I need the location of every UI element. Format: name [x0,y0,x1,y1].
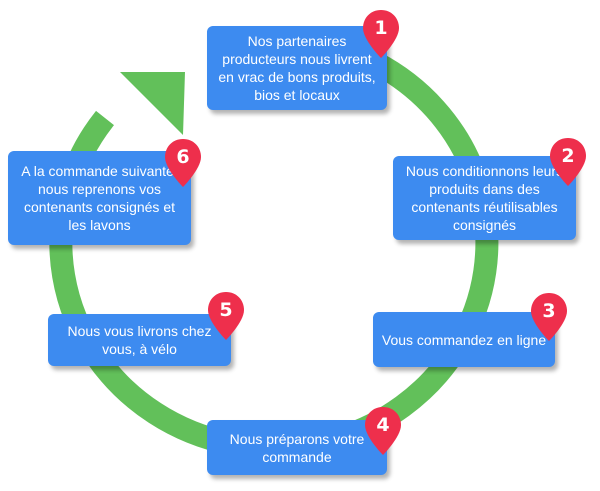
step-4-text: Nous préparons votre commande [229,430,365,465]
step-4-pin: 4 [364,406,402,456]
step-2-text: Nous conditionnons leurs produits dans d… [405,163,564,233]
map-pin-icon [208,292,244,340]
step-6-box: A la commande suivante, nous reprenons v… [8,151,191,245]
step-5-pin: 5 [207,291,245,341]
step-3-number: 3 [542,300,556,322]
step-3-text: Vous commandez en ligne [381,331,547,348]
step-2-pin: 2 [549,137,587,187]
cycle-arrow-head [120,72,185,135]
step-4-number: 4 [376,414,390,436]
step-6-text: A la commande suivante, nous reprenons v… [21,163,178,233]
step-3-pin: 3 [530,292,568,342]
map-pin-icon [165,139,201,187]
step-6-number: 6 [176,146,190,168]
map-pin-icon [365,407,401,455]
step-2-box: Nous conditionnons leurs produits dans d… [393,156,576,240]
map-pin-icon [363,10,399,58]
map-pin-icon [550,138,586,186]
step-4-box: Nous préparons votre commande [207,420,387,475]
step-1-box: Nos partenaires producteurs nous livrent… [207,26,387,110]
step-6-pin: 6 [164,138,202,188]
step-5-text: Nous vous livrons chez vous, à vélo [67,323,212,357]
step-2-number: 2 [561,145,575,167]
step-3-box: Vous commandez en ligne [373,312,555,367]
step-1-pin: 1 [362,9,400,59]
cycle-arrow-ring [49,49,499,460]
step-1-text: Nos partenaires producteurs nous livrent… [218,33,376,103]
map-pin-icon [531,293,567,341]
step-5-number: 5 [219,299,233,321]
step-5-box: Nous vous livrons chez vous, à vélo [48,314,231,366]
step-1-number: 1 [374,17,388,39]
